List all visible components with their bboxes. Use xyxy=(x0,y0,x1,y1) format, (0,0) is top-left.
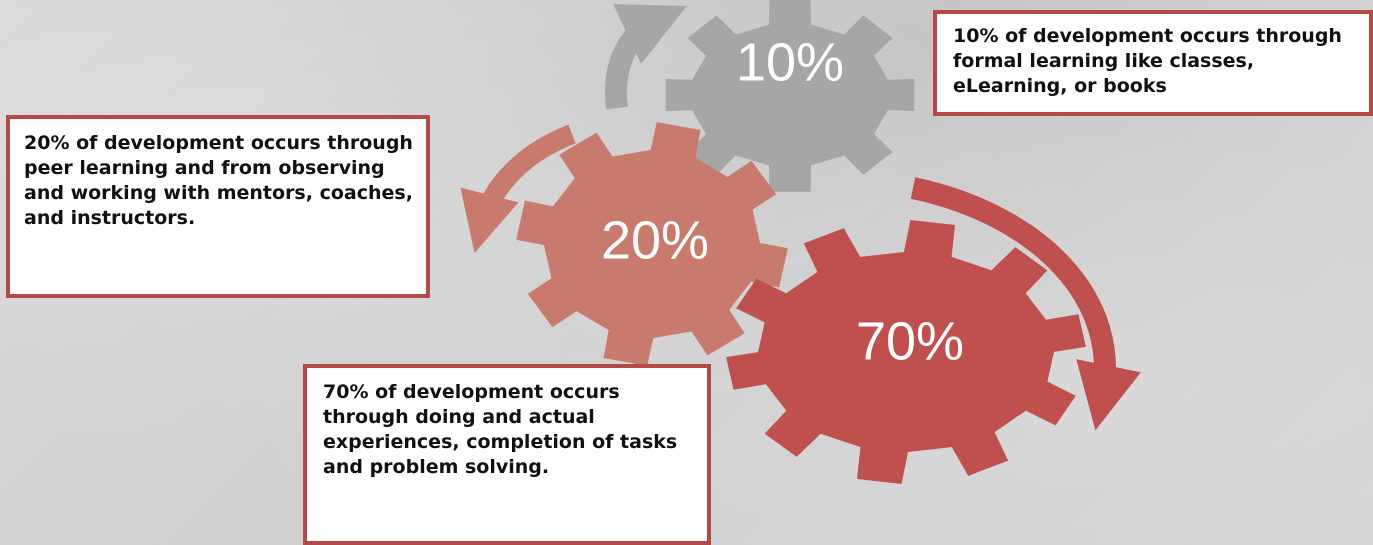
arrow-red xyxy=(910,177,1141,431)
callout-experiential-learning-text: 70% of development occurs through doing … xyxy=(323,381,678,478)
callout-experiential-learning: 70% of development occurs through doing … xyxy=(303,364,711,545)
gear-10-label: 10% xyxy=(736,32,844,92)
gear-70 xyxy=(726,220,1086,484)
callout-formal-learning: 10% of development occurs through formal… xyxy=(933,10,1373,116)
callout-formal-learning-text: 10% of development occurs through formal… xyxy=(953,25,1342,97)
callout-social-learning: 20% of development occurs through peer l… xyxy=(6,115,430,298)
gear-70-label: 70% xyxy=(856,311,964,371)
arrow-grey xyxy=(605,4,687,110)
gear-10 xyxy=(665,0,915,192)
arrow-salmon xyxy=(460,124,576,254)
gear-20 xyxy=(516,122,788,366)
callout-social-learning-text: 20% of development occurs through peer l… xyxy=(24,132,413,229)
gear-20-label: 20% xyxy=(601,210,709,270)
